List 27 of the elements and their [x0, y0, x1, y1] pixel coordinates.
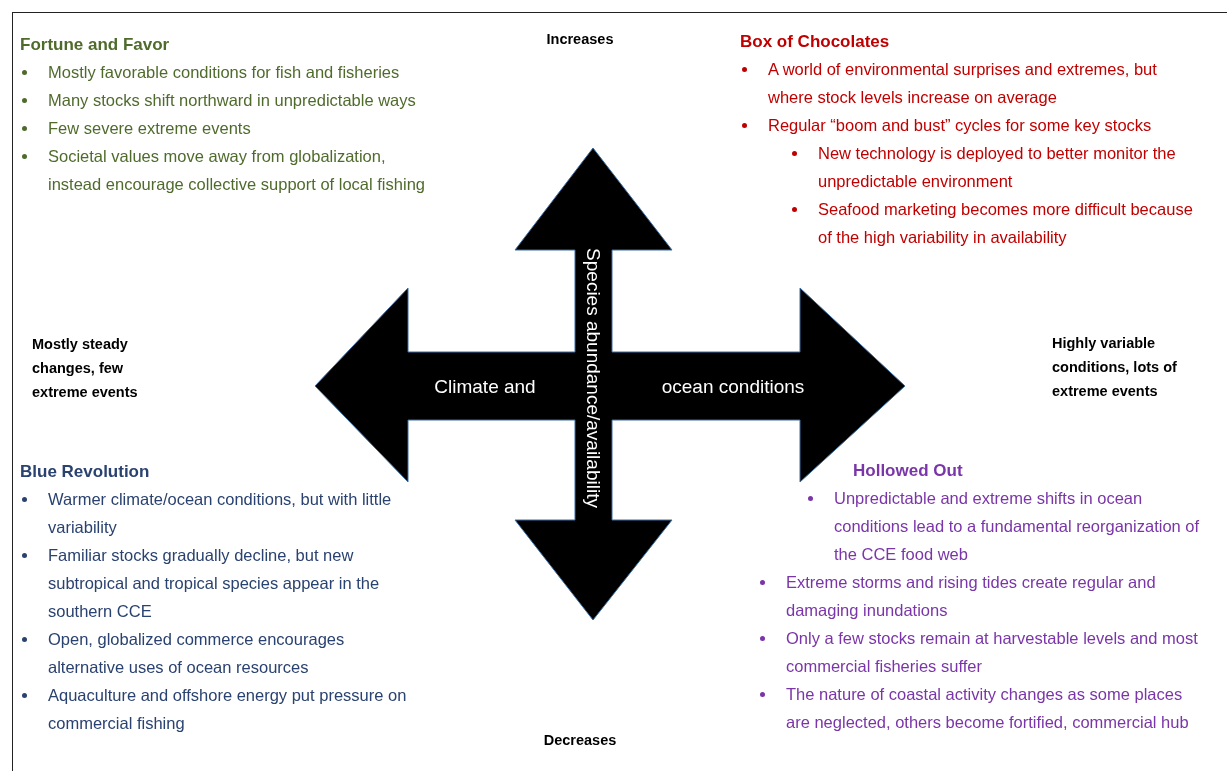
axis-title: ocean conditions — [661, 375, 805, 399]
bullet-text: Societal values move away from globalization, instead encourage collective support of local fishing — [48, 147, 425, 193]
axis-label: Decreases — [542, 731, 618, 750]
bullet-text: Aquaculture and offshore energy put pressure on commercial fishing — [48, 686, 407, 732]
axis-label: Highly variable conditions, lots of extreme events — [1052, 334, 1178, 401]
scenario-title: Hollowed Out — [853, 460, 964, 482]
bullet-text: New technology is deployed to better monitor the unpredictable environment — [818, 144, 1176, 190]
axis-label: Mostly steady changes, few extreme events — [32, 335, 139, 402]
bullet-text: Open, globalized commerce encourages alternative uses of ocean resources — [48, 630, 345, 676]
bullet-text: Extreme storms and rising tides create regular and damaging inundations — [786, 573, 1156, 619]
bullet-text: Seafood marketing becomes more difficult because of the high variability in availability — [818, 200, 1193, 246]
bullet-text: The nature of coastal activity changes as some places are neglected, others become fortified, commercial hub — [786, 685, 1189, 731]
scenario-title: Blue Revolution — [20, 461, 151, 483]
bullet-text: A world of environmental surprises and extremes, but where stock levels increase on average — [768, 60, 1157, 106]
axis-title: Climate and — [434, 375, 536, 399]
bullet-text: Familiar stocks gradually decline, but new subtropical and tropical species appear in the southern CCE — [48, 546, 380, 620]
bullet-text: Regular “boom and bust” cycles for some key stocks — [768, 116, 1152, 134]
bullet-text: Only a few stocks remain at harvestable levels and most commercial fisheries suffer — [786, 629, 1198, 675]
axis-label: Increases — [545, 30, 615, 49]
bullet-text: Unpredictable and extreme shifts in ocean conditions lead to a fundamental reorganization of the CCE food web — [834, 489, 1200, 563]
bullet-text: Warmer climate/ocean conditions, but with little variability — [48, 490, 392, 536]
scenario-title: Box of Chocolates — [740, 31, 891, 53]
bullet-text: Few severe extreme events — [48, 119, 251, 137]
bullet-text: Many stocks shift northward in unpredictable ways — [48, 91, 416, 109]
bullet-text: Mostly favorable conditions for fish and fisheries — [48, 63, 400, 81]
axis-title: Species abundance/availability — [582, 248, 605, 508]
scenario-title: Fortune and Favor — [20, 34, 171, 56]
